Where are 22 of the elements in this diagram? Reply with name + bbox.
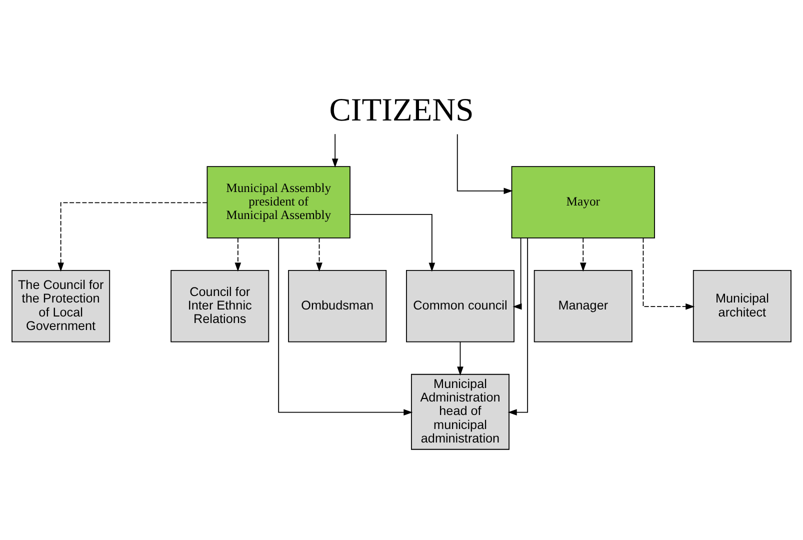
node-box: Common council	[406, 270, 514, 342]
arrow	[278, 238, 413, 416]
arrow	[512, 238, 522, 310]
node-text: CITIZENS	[329, 92, 474, 128]
arrow	[350, 214, 436, 272]
node-box: Municipal architect	[692, 270, 792, 342]
arrow	[508, 238, 528, 416]
arrow	[332, 134, 338, 168]
node-box: Municipal Assembly president of Municipal Assembly	[206, 166, 350, 238]
arrow	[58, 202, 208, 272]
node-box: Manager	[534, 270, 632, 342]
arrow	[580, 238, 586, 272]
arrow	[456, 134, 513, 194]
arrow	[642, 238, 695, 310]
arrow	[457, 342, 464, 376]
arrow	[316, 238, 322, 272]
node-box: Mayor	[511, 166, 655, 238]
node-box: The Council for the Protection of Local Government	[12, 270, 110, 342]
node-box: Council for Inter Ethnic Relations	[170, 270, 270, 342]
node-box: Municipal Administration head of municipal administration	[410, 374, 510, 450]
node-box: Ombudsman	[288, 270, 387, 342]
arrow	[234, 238, 242, 272]
